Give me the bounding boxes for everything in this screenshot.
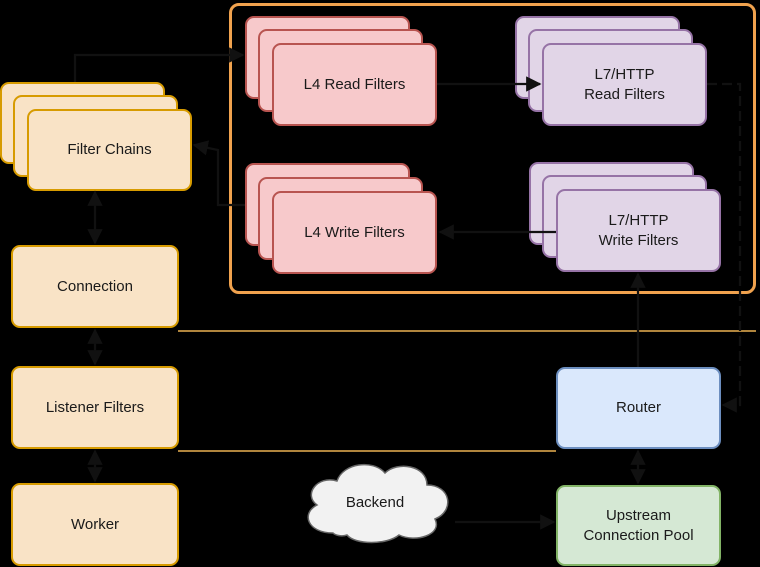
arrow-l4write-to-filterchains <box>192 140 245 207</box>
l7-read-filters-box: L7/HTTP Read Filters <box>542 43 707 126</box>
backend-label: Backend <box>345 494 405 512</box>
listener-to-router-line <box>178 450 556 452</box>
filters-group <box>229 3 756 294</box>
cloud-shape <box>307 463 449 544</box>
l4-read-filters-box: L4 Read Filters <box>272 43 437 126</box>
listener-filters-label: Listener Filters <box>45 398 145 416</box>
connection-to-group-line <box>178 330 756 332</box>
worker-label: Worker <box>70 515 120 533</box>
l4-write-filters-label: L4 Write Filters <box>304 223 405 241</box>
l4-write-filters-box: L4 Write Filters <box>272 191 437 274</box>
l7-write-filters-box: L7/HTTP Write Filters <box>556 189 721 272</box>
router-label: Router <box>615 399 662 417</box>
arrow-filterchains-to-l4read <box>73 47 245 82</box>
l7-write-filters-label: L7/HTTP Write Filters <box>598 212 679 249</box>
listener-filters-box: Listener Filters <box>11 366 179 449</box>
arrow-l7read-to-router <box>707 82 742 413</box>
filter-chains-label: Filter Chains <box>67 141 152 159</box>
connection-label: Connection <box>57 277 133 295</box>
l7-read-filters-label: L7/HTTP Read Filters <box>584 66 665 103</box>
l4-read-filters-label: L4 Read Filters <box>303 75 406 93</box>
upstream-connection-pool-box: Upstream Connection Pool <box>556 485 721 566</box>
connection-box: Connection <box>11 245 179 328</box>
backend-cloud <box>307 463 449 544</box>
router-box: Router <box>556 367 721 449</box>
worker-box: Worker <box>11 483 179 566</box>
backend-label-wrap: Backend <box>325 485 425 521</box>
filter-chains-box: Filter Chains <box>27 109 192 191</box>
upstream-connection-pool-label: Upstream Connection Pool <box>583 507 694 544</box>
